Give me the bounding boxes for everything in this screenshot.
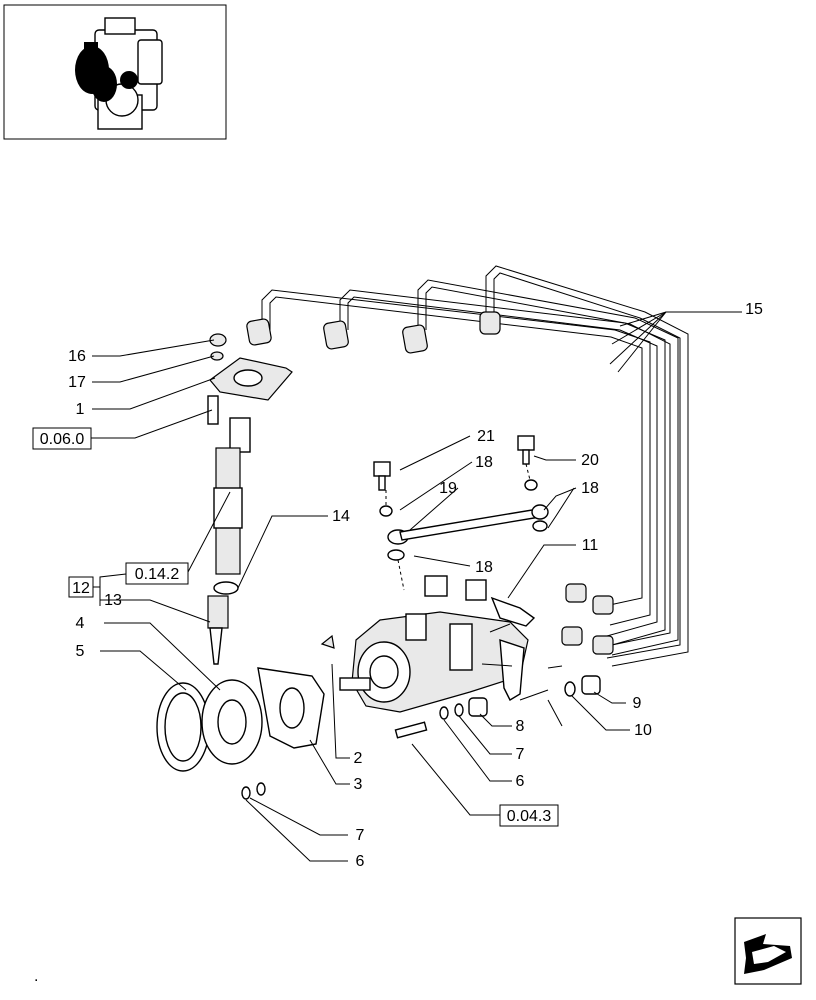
reference-label: 0.04.3 (507, 808, 552, 825)
callout-4: 4 (76, 615, 85, 632)
callout-12: 12 (72, 580, 90, 597)
reference-label: 0.14.2 (135, 566, 180, 583)
callout-18c: 18 (581, 480, 599, 497)
callout-15: 15 (745, 301, 763, 318)
callout-11: 11 (582, 537, 599, 554)
reference-0-14-2[interactable]: 0.14.2 (125, 562, 189, 585)
callout-6a: 6 (516, 773, 525, 790)
callout-17: 17 (68, 374, 86, 391)
injection-lines (246, 265, 689, 667)
gaskets (156, 634, 335, 800)
callout-18a: 18 (475, 454, 493, 471)
reference-0-04-3[interactable]: 0.04.3 (499, 804, 559, 827)
reference-0-06-0[interactable]: 0.06.0 (32, 427, 92, 450)
callout-6b: 6 (356, 853, 365, 870)
injector-assembly (207, 333, 293, 665)
callout-20: 20 (581, 452, 599, 469)
thumbnail-frame[interactable] (3, 4, 227, 140)
footer-mark: . (34, 968, 38, 985)
reference-label: 0.06.0 (40, 431, 85, 448)
link-rod-assembly (373, 435, 549, 591)
next-page-button[interactable] (734, 917, 802, 985)
callout-14: 14 (332, 508, 350, 525)
callout-18b: 18 (475, 559, 493, 576)
callout-7a: 7 (516, 746, 525, 763)
stud (207, 395, 219, 425)
callout-1: 1 (76, 401, 85, 418)
injection-pump (339, 575, 601, 739)
callout-12-box (68, 573, 127, 606)
callout-10: 10 (634, 722, 652, 739)
callout-labels: 16 17 1 12 13 4 5 14 21 18 19 18 20 18 1… (68, 301, 763, 870)
callout-19: 19 (439, 480, 457, 497)
next-page-arrow-icon (744, 934, 792, 974)
callout-3: 3 (354, 776, 363, 793)
engine-thumbnail-icon (75, 17, 163, 130)
callout-5: 5 (76, 643, 85, 660)
leader-lines (90, 311, 742, 862)
callout-8: 8 (516, 718, 525, 735)
callout-9: 9 (633, 695, 642, 712)
callout-2: 2 (354, 750, 363, 767)
callout-21: 21 (477, 428, 495, 445)
callout-16: 16 (68, 348, 86, 365)
callout-13: 13 (104, 592, 122, 609)
callout-7b: 7 (356, 827, 365, 844)
